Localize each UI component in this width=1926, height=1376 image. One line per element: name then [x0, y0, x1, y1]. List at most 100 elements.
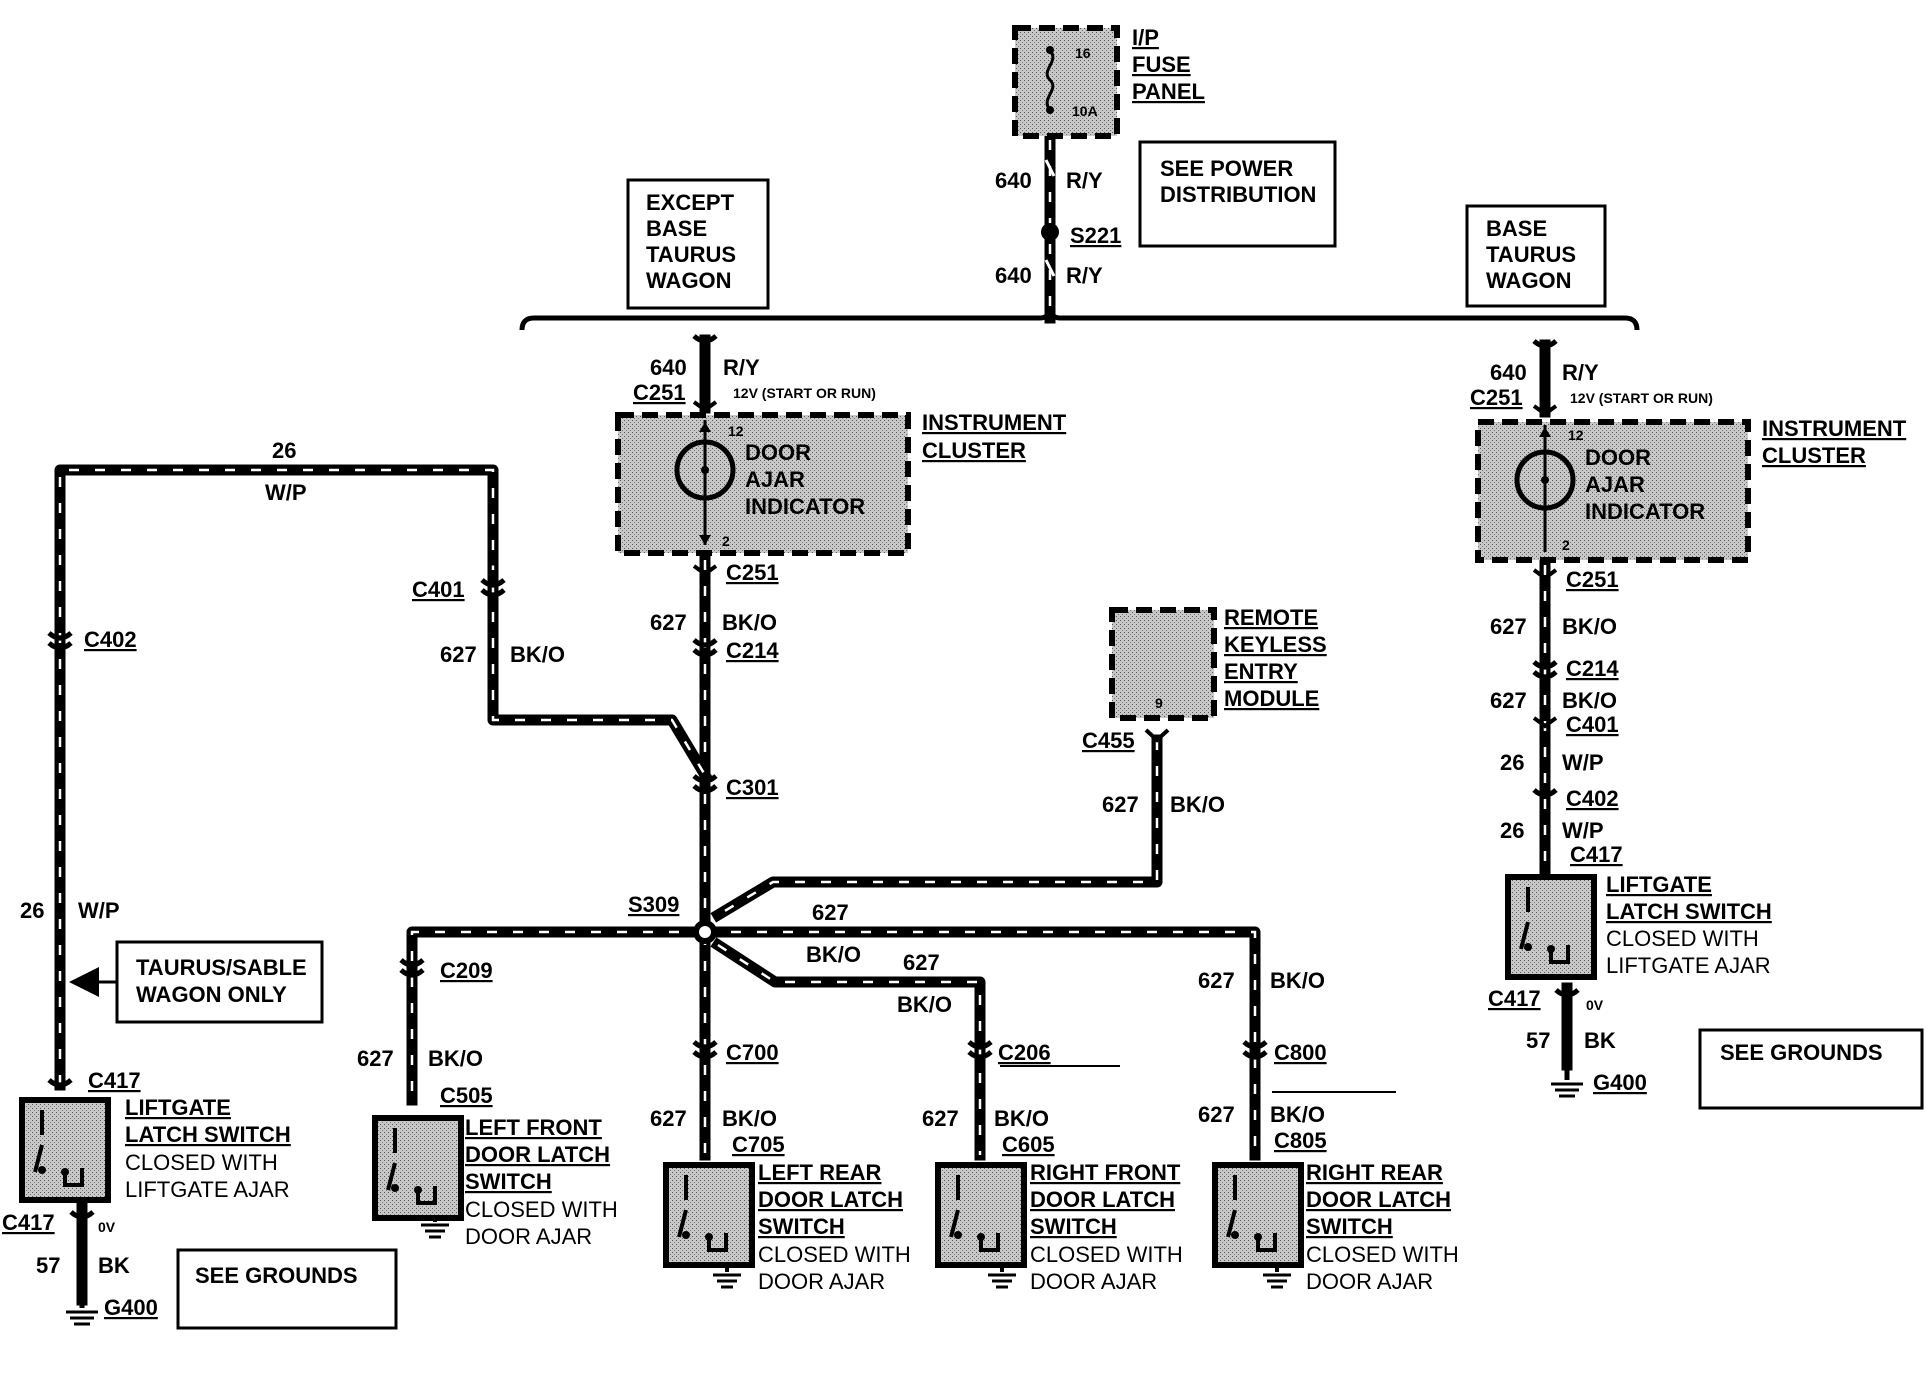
- fuse-panel: 16 10A I/P FUSE PANEL: [1012, 25, 1205, 139]
- ground-g400-left-icon: [66, 1292, 98, 1326]
- right-rear-door-latch-switch: RIGHT REAR DOOR LATCH SWITCH CLOSED WITH…: [1212, 1160, 1459, 1294]
- svg-text:26: 26: [272, 438, 296, 463]
- connector-c251: C251: [633, 380, 686, 405]
- svg-text:26: 26: [1500, 818, 1524, 843]
- svg-text:EXCEPT: EXCEPT: [646, 190, 735, 215]
- svg-text:BK/O: BK/O: [1170, 792, 1225, 817]
- svg-text:SEE POWER: SEE POWER: [1160, 156, 1293, 181]
- svg-text:SWITCH: SWITCH: [1030, 1214, 1117, 1239]
- svg-text:BK/O: BK/O: [428, 1046, 483, 1071]
- left-front-door-latch-switch: LEFT FRONT DOOR LATCH SWITCH CLOSED WITH…: [372, 1115, 618, 1249]
- svg-text:RIGHT REAR: RIGHT REAR: [1306, 1160, 1443, 1185]
- svg-text:CLOSED WITH: CLOSED WITH: [1306, 1242, 1459, 1267]
- connector-c455: C455: [1082, 728, 1135, 753]
- svg-text:C251: C251: [1566, 567, 1619, 592]
- connector-c214: C214: [726, 638, 779, 663]
- svg-text:627: 627: [1198, 968, 1235, 993]
- splice-s221-dot: [1041, 223, 1059, 241]
- svg-text:W/P: W/P: [78, 898, 120, 923]
- switch-icon: [33, 1110, 84, 1187]
- ground-g400-right-icon: [1551, 1062, 1583, 1098]
- liftgate-latch-switch-right: LIFTGATE LATCH SWITCH CLOSED WITH LIFTGA…: [1505, 872, 1772, 980]
- svg-text:DOOR: DOOR: [745, 440, 811, 465]
- svg-text:TAURUS: TAURUS: [1486, 242, 1576, 267]
- svg-text:LIFTGATE AJAR: LIFTGATE AJAR: [1606, 953, 1771, 978]
- see-grounds-note-left: SEE GROUNDS: [176, 1248, 398, 1330]
- connector-c251-left-bottom: C251: [726, 560, 779, 585]
- svg-text:AJAR: AJAR: [745, 467, 805, 492]
- svg-text:CLOSED WITH: CLOSED WITH: [1030, 1242, 1183, 1267]
- connector-c251-right: C251: [1470, 385, 1523, 410]
- svg-text:DOOR LATCH: DOOR LATCH: [1030, 1187, 1175, 1212]
- svg-text:26: 26: [20, 898, 44, 923]
- svg-text:627: 627: [1198, 1102, 1235, 1127]
- connector-c805: C805: [1274, 1128, 1327, 1153]
- svg-text:CLOSED WITH: CLOSED WITH: [465, 1197, 618, 1222]
- svg-text:W/P: W/P: [1562, 818, 1604, 843]
- svg-text:KEYLESS: KEYLESS: [1224, 632, 1327, 657]
- color-ry-mid: R/Y: [1066, 263, 1103, 288]
- svg-text:DOOR AJAR: DOOR AJAR: [1306, 1269, 1433, 1294]
- svg-text:LIFTGATE: LIFTGATE: [125, 1095, 231, 1120]
- remote-keyless-entry-module: 9 REMOTE KEYLESS ENTRY MODULE: [1109, 605, 1327, 721]
- svg-text:SWITCH: SWITCH: [1306, 1214, 1393, 1239]
- svg-text:BK: BK: [1584, 1028, 1616, 1053]
- svg-text:R/Y: R/Y: [723, 355, 760, 380]
- color-ry-top: R/Y: [1066, 168, 1103, 193]
- svg-text:INDICATOR: INDICATOR: [745, 494, 865, 519]
- svg-text:627: 627: [922, 1106, 959, 1131]
- svg-text:BK/O: BK/O: [722, 1106, 777, 1131]
- svg-text:C417: C417: [1488, 986, 1541, 1011]
- wire-627-c401: [487, 554, 713, 783]
- svg-text:DOOR AJAR: DOOR AJAR: [1030, 1269, 1157, 1294]
- svg-text:BK/O: BK/O: [994, 1106, 1049, 1131]
- power-distribution-note: SEE POWER DISTRIBUTION: [1138, 140, 1337, 248]
- fuse-panel-label-3: PANEL: [1132, 79, 1205, 104]
- connector-c605: C605: [1002, 1132, 1055, 1157]
- svg-text:CLUSTER: CLUSTER: [1762, 443, 1866, 468]
- svg-text:LIFTGATE: LIFTGATE: [1606, 872, 1712, 897]
- svg-text:DOOR LATCH: DOOR LATCH: [758, 1187, 903, 1212]
- svg-text:12V (START OR RUN): 12V (START OR RUN): [733, 385, 876, 401]
- svg-text:9: 9: [1155, 695, 1163, 711]
- splice-s309: S309: [628, 892, 679, 917]
- wire-627-rke: [710, 734, 1163, 923]
- svg-text:BASE: BASE: [1486, 216, 1547, 241]
- fuse-number: 16: [1075, 45, 1091, 61]
- fuse-icon: [1045, 49, 1055, 111]
- svg-text:BK/O: BK/O: [1270, 1102, 1325, 1127]
- connector-c417-left-top: C417: [88, 1068, 141, 1093]
- switch-icon: [949, 1175, 1000, 1252]
- svg-text:627: 627: [1490, 614, 1527, 639]
- svg-text:DOOR: DOOR: [1585, 445, 1651, 470]
- instrument-cluster-right: 640 R/Y C251 12V (START OR RUN) 12 2 DOO…: [1470, 339, 1907, 563]
- fuse-panel-label-2: FUSE: [1132, 52, 1191, 77]
- svg-text:57: 57: [1526, 1028, 1550, 1053]
- connector-c700: C700: [726, 1040, 779, 1065]
- svg-text:0V: 0V: [1586, 997, 1604, 1013]
- svg-text:DOOR AJAR: DOOR AJAR: [758, 1269, 885, 1294]
- svg-text:LEFT FRONT: LEFT FRONT: [465, 1115, 602, 1140]
- svg-text:C402: C402: [1566, 786, 1619, 811]
- svg-text:SEE GROUNDS: SEE GROUNDS: [1720, 1040, 1883, 1065]
- distribution-bracket: [519, 305, 1640, 331]
- svg-text:LEFT REAR: LEFT REAR: [758, 1160, 882, 1185]
- switch-icon: [677, 1175, 728, 1252]
- svg-text:SEE GROUNDS: SEE GROUNDS: [195, 1263, 358, 1288]
- svg-text:WAGON: WAGON: [1486, 268, 1572, 293]
- svg-text:0V: 0V: [98, 1219, 116, 1235]
- svg-text:BK/O: BK/O: [1270, 968, 1325, 993]
- connector-c206: C206: [998, 1040, 1051, 1065]
- svg-text:RIGHT FRONT: RIGHT FRONT: [1030, 1160, 1181, 1185]
- svg-text:627: 627: [812, 900, 849, 925]
- svg-text:TAURUS/SABLE: TAURUS/SABLE: [136, 955, 307, 980]
- svg-text:BASE: BASE: [646, 216, 707, 241]
- svg-text:627: 627: [903, 950, 940, 975]
- svg-text:DISTRIBUTION: DISTRIBUTION: [1160, 182, 1316, 207]
- svg-text:R/Y: R/Y: [1562, 360, 1599, 385]
- svg-text:TAURUS: TAURUS: [646, 242, 736, 267]
- connector-c705: C705: [732, 1132, 785, 1157]
- svg-text:627: 627: [440, 642, 477, 667]
- svg-text:SWITCH: SWITCH: [758, 1214, 845, 1239]
